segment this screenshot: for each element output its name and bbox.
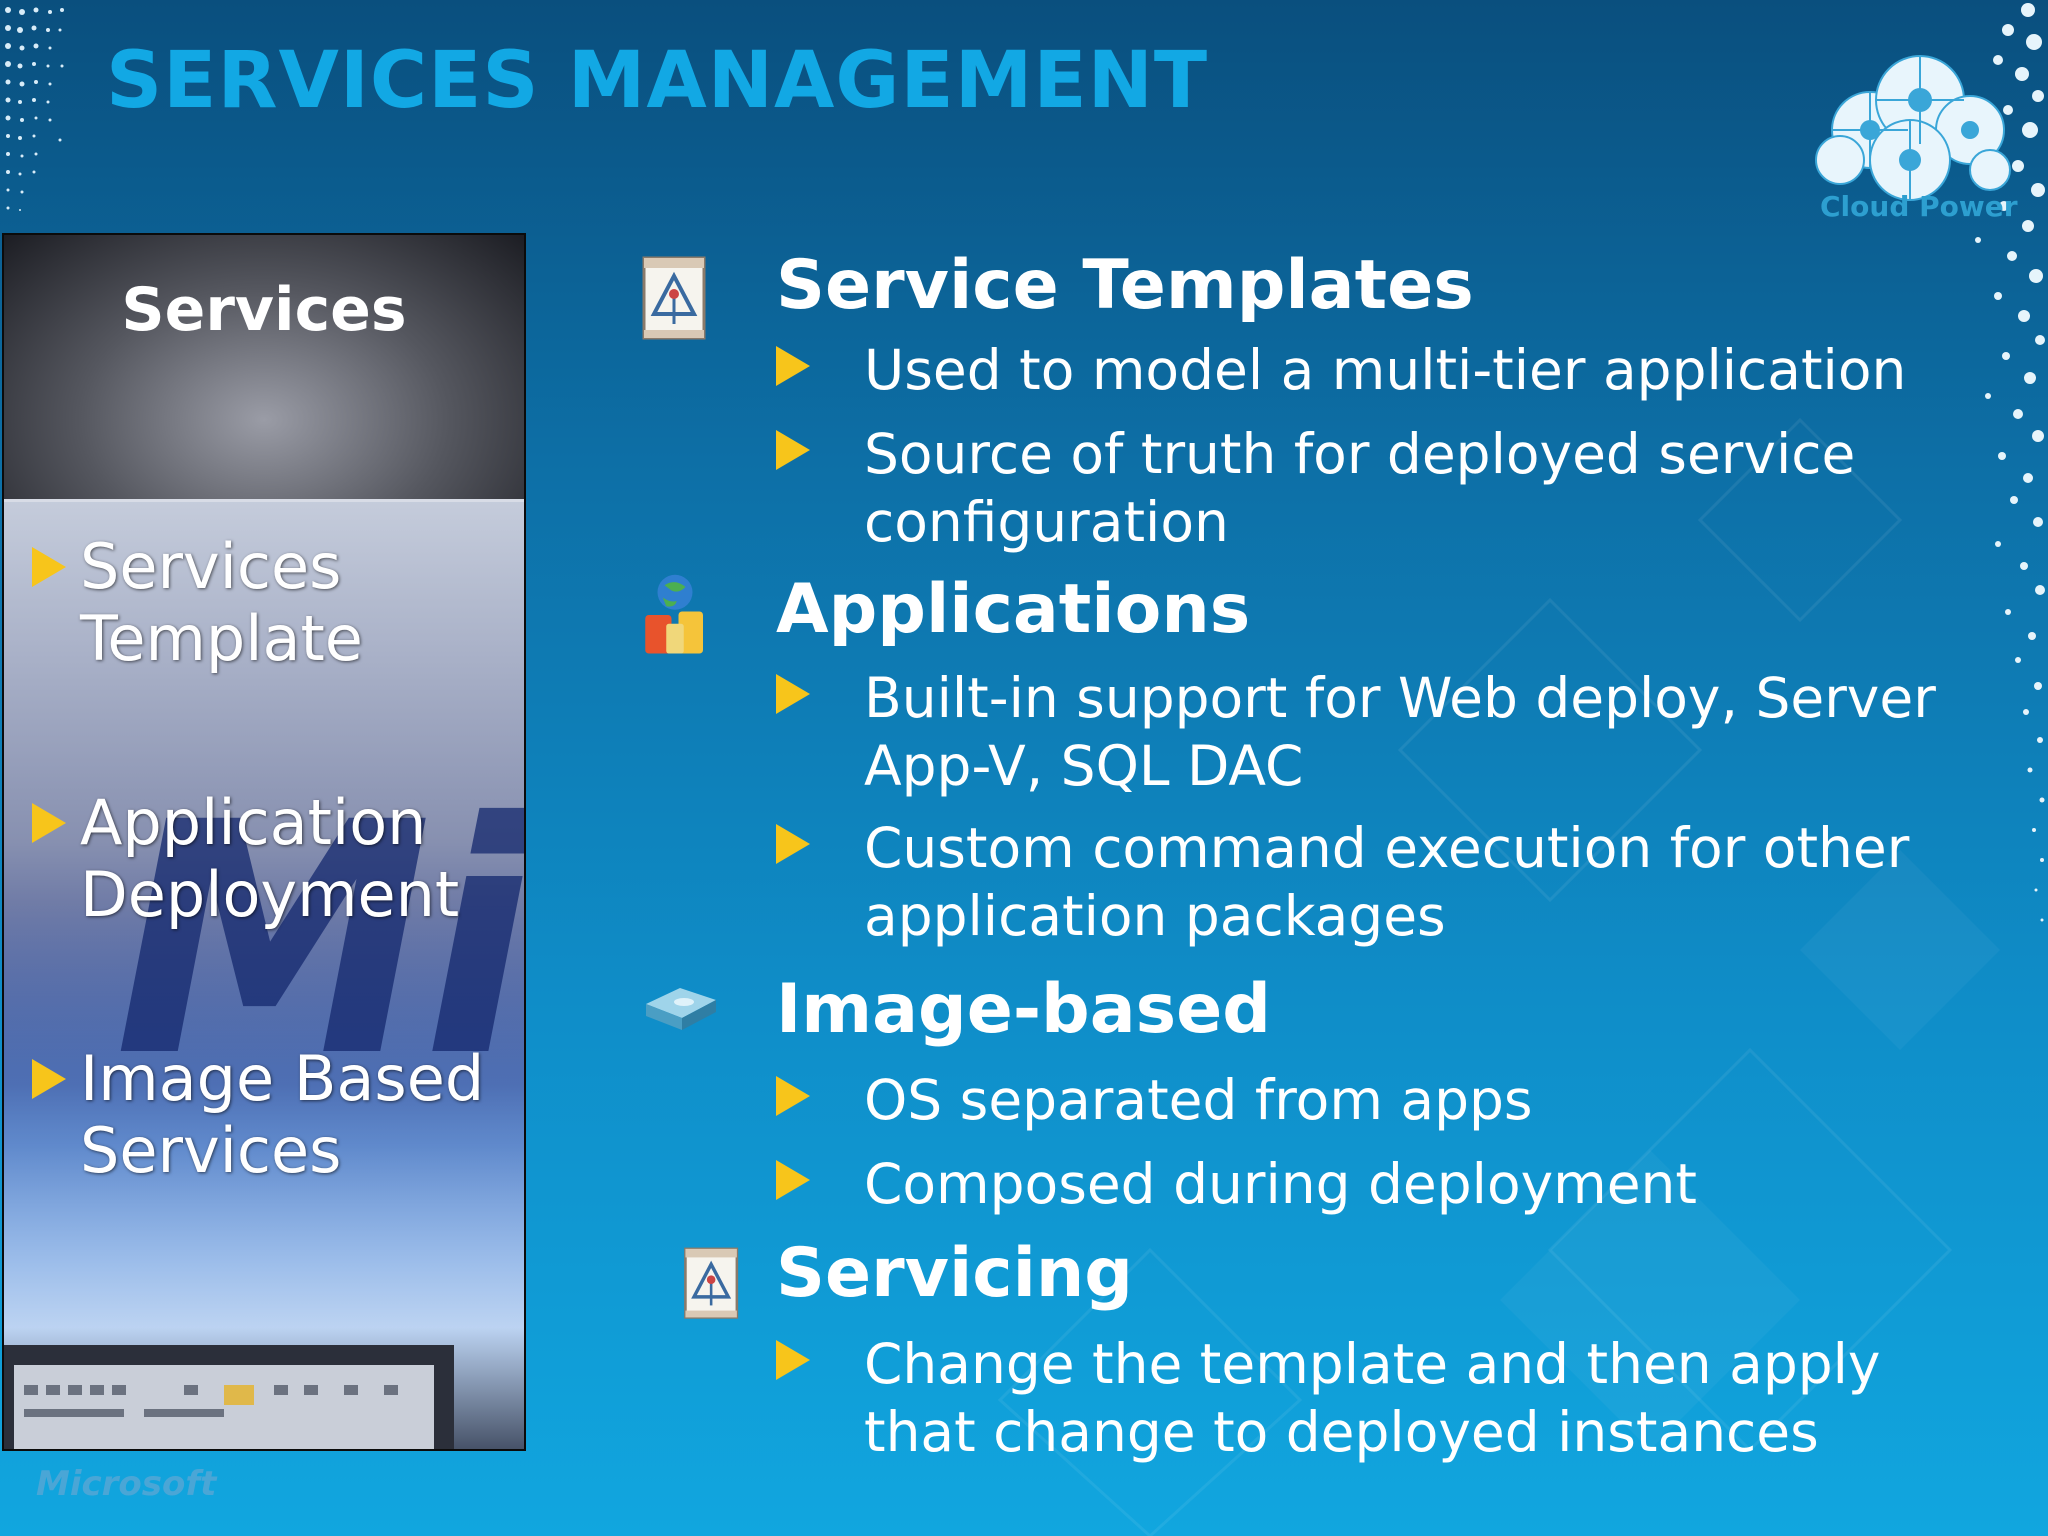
side-item-image-based-services: Image Based Services (32, 1043, 520, 1187)
bullet-text: Used to model a multi-tier application (864, 338, 1907, 402)
bullet-arrow-icon (776, 824, 810, 864)
side-item-label: Application Deployment (80, 786, 460, 931)
side-panel: Mic Services Services Template Applicati… (2, 233, 526, 1451)
bullet-item: Composed during deployment (776, 1150, 1994, 1218)
bullet-text: Built-in support for Web deploy, Server … (864, 666, 1936, 798)
bullet-text: Custom command execution for other appli… (864, 816, 1910, 948)
applications-globe-icon (645, 574, 703, 654)
laptop-image (4, 1345, 454, 1449)
side-item-label: Image Based Services (80, 1042, 485, 1187)
section-heading: Servicing (776, 1234, 1133, 1313)
bullet-arrow-icon (776, 430, 810, 470)
side-item-services-template: Services Template (32, 531, 520, 675)
side-panel-title: Services (121, 275, 407, 345)
bullet-arrow-icon (776, 346, 810, 386)
bullet-arrow-icon (776, 1160, 810, 1200)
side-item-label: Services Template (80, 530, 363, 675)
logo-caption: Cloud Power (1820, 190, 2018, 223)
bullet-arrow-icon (32, 803, 66, 843)
bullet-item: Used to model a multi-tier application (776, 336, 1994, 404)
bullet-text: OS separated from apps (864, 1068, 1533, 1132)
cloud-power-logo (1815, 55, 2011, 201)
bullet-text: Change the template and then apply that … (864, 1332, 1881, 1464)
bullet-item: Custom command execution for other appli… (776, 814, 1994, 950)
section-heading: Applications (776, 570, 1251, 649)
template-document-icon (642, 256, 706, 340)
bullet-arrow-icon (776, 1076, 810, 1116)
bullet-item: Built-in support for Web deploy, Server … (776, 664, 1994, 800)
side-item-application-deployment: Application Deployment (32, 787, 520, 931)
bullet-arrow-icon (776, 674, 810, 714)
bullet-item: Source of truth for deployed service con… (776, 420, 1994, 556)
side-panel-header: Services (4, 235, 524, 502)
microsoft-logo: Microsoft (36, 1464, 217, 1504)
slide-title: SERVICES MANAGEMENT (106, 36, 1209, 126)
section-heading: Image-based (776, 970, 1271, 1049)
bullet-item: Change the template and then apply that … (776, 1330, 1994, 1466)
bullet-arrow-icon (32, 547, 66, 587)
template-document-icon (684, 1247, 739, 1319)
bullet-text: Composed during deployment (864, 1152, 1697, 1216)
decorative-dots-left (5, 7, 64, 211)
bullet-text: Source of truth for deployed service con… (864, 422, 1856, 554)
bullet-item: OS separated from apps (776, 1066, 1994, 1134)
section-heading: Service Templates (776, 246, 1474, 325)
bullet-arrow-icon (32, 1059, 66, 1099)
bullet-arrow-icon (776, 1340, 810, 1380)
disk-drive-icon (646, 988, 716, 1030)
side-panel-watermark: Mic (114, 755, 524, 1127)
